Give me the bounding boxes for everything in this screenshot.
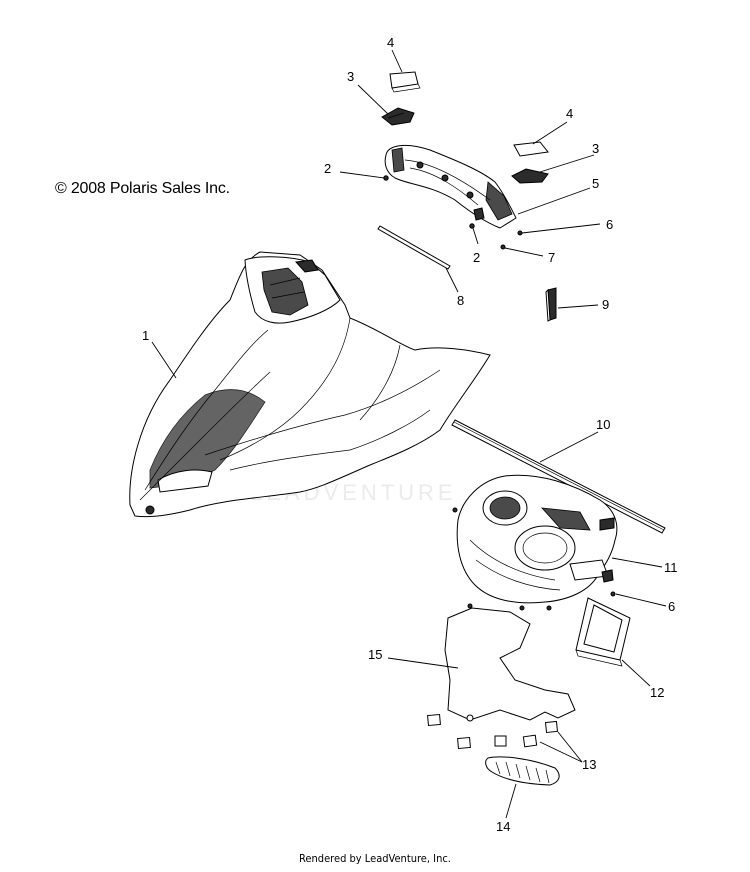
part-11-console[interactable] — [456, 474, 618, 604]
part-4-top-pad[interactable] — [389, 71, 421, 93]
rendered-by-footer: Rendered by LeadVenture, Inc. — [299, 852, 451, 865]
callout-5: 5 — [592, 176, 599, 191]
part-3-right-clip[interactable] — [511, 168, 549, 184]
part-8-rod[interactable] — [377, 225, 451, 270]
copyright-notice: © 2008 Polaris Sales Inc. — [55, 180, 230, 197]
callout-9: 9 — [602, 297, 609, 312]
callout-10: 10 — [596, 417, 610, 432]
part-6-screw-top[interactable] — [517, 230, 523, 236]
part-5-bracket[interactable] — [384, 144, 517, 229]
callout-4-top: 4 — [387, 35, 394, 50]
callout-1: 1 — [142, 328, 149, 343]
callout-12: 12 — [650, 685, 664, 700]
part-2-screw-a[interactable] — [383, 175, 389, 181]
part-7-screw[interactable] — [500, 244, 506, 250]
part-10-seal[interactable] — [451, 419, 666, 534]
callout-labels: 4 3 4 3 2 5 6 2 7 8 9 1 10 11 6 15 12 13… — [142, 35, 678, 834]
part-12-frame[interactable] — [575, 597, 631, 667]
leader-lines — [151, 49, 667, 819]
part-11-screw-b[interactable] — [467, 603, 473, 609]
part-2-screw-b[interactable] — [469, 223, 475, 229]
callout-6-top: 6 — [606, 217, 613, 232]
callout-8: 8 — [457, 293, 464, 308]
part-11-screw-c[interactable] — [519, 605, 525, 611]
callout-15: 15 — [368, 647, 382, 662]
part-15-gasket[interactable] — [444, 607, 576, 722]
callout-6-bottom: 6 — [668, 599, 675, 614]
callout-3-top: 3 — [347, 69, 354, 84]
part-9-tab[interactable] — [545, 287, 557, 322]
part-11-screw-a[interactable] — [452, 507, 458, 513]
callout-2-bottom: 2 — [473, 250, 480, 265]
callout-2-left: 2 — [324, 161, 331, 176]
callout-14: 14 — [496, 819, 510, 834]
part-6-screw-bottom[interactable] — [610, 591, 616, 597]
part-11-screw-d[interactable] — [546, 605, 552, 611]
callout-4-right: 4 — [566, 106, 573, 121]
callout-3-right: 3 — [592, 141, 599, 156]
callout-11: 11 — [664, 560, 678, 575]
part-14-pad[interactable] — [485, 756, 560, 786]
part-1-hood[interactable] — [129, 251, 491, 518]
callout-7: 7 — [548, 250, 555, 265]
callout-13: 13 — [582, 757, 596, 772]
part-13-pads[interactable] — [427, 713, 559, 750]
part-3-top-clip[interactable] — [381, 107, 415, 126]
part-4-right-pad[interactable] — [513, 141, 549, 157]
